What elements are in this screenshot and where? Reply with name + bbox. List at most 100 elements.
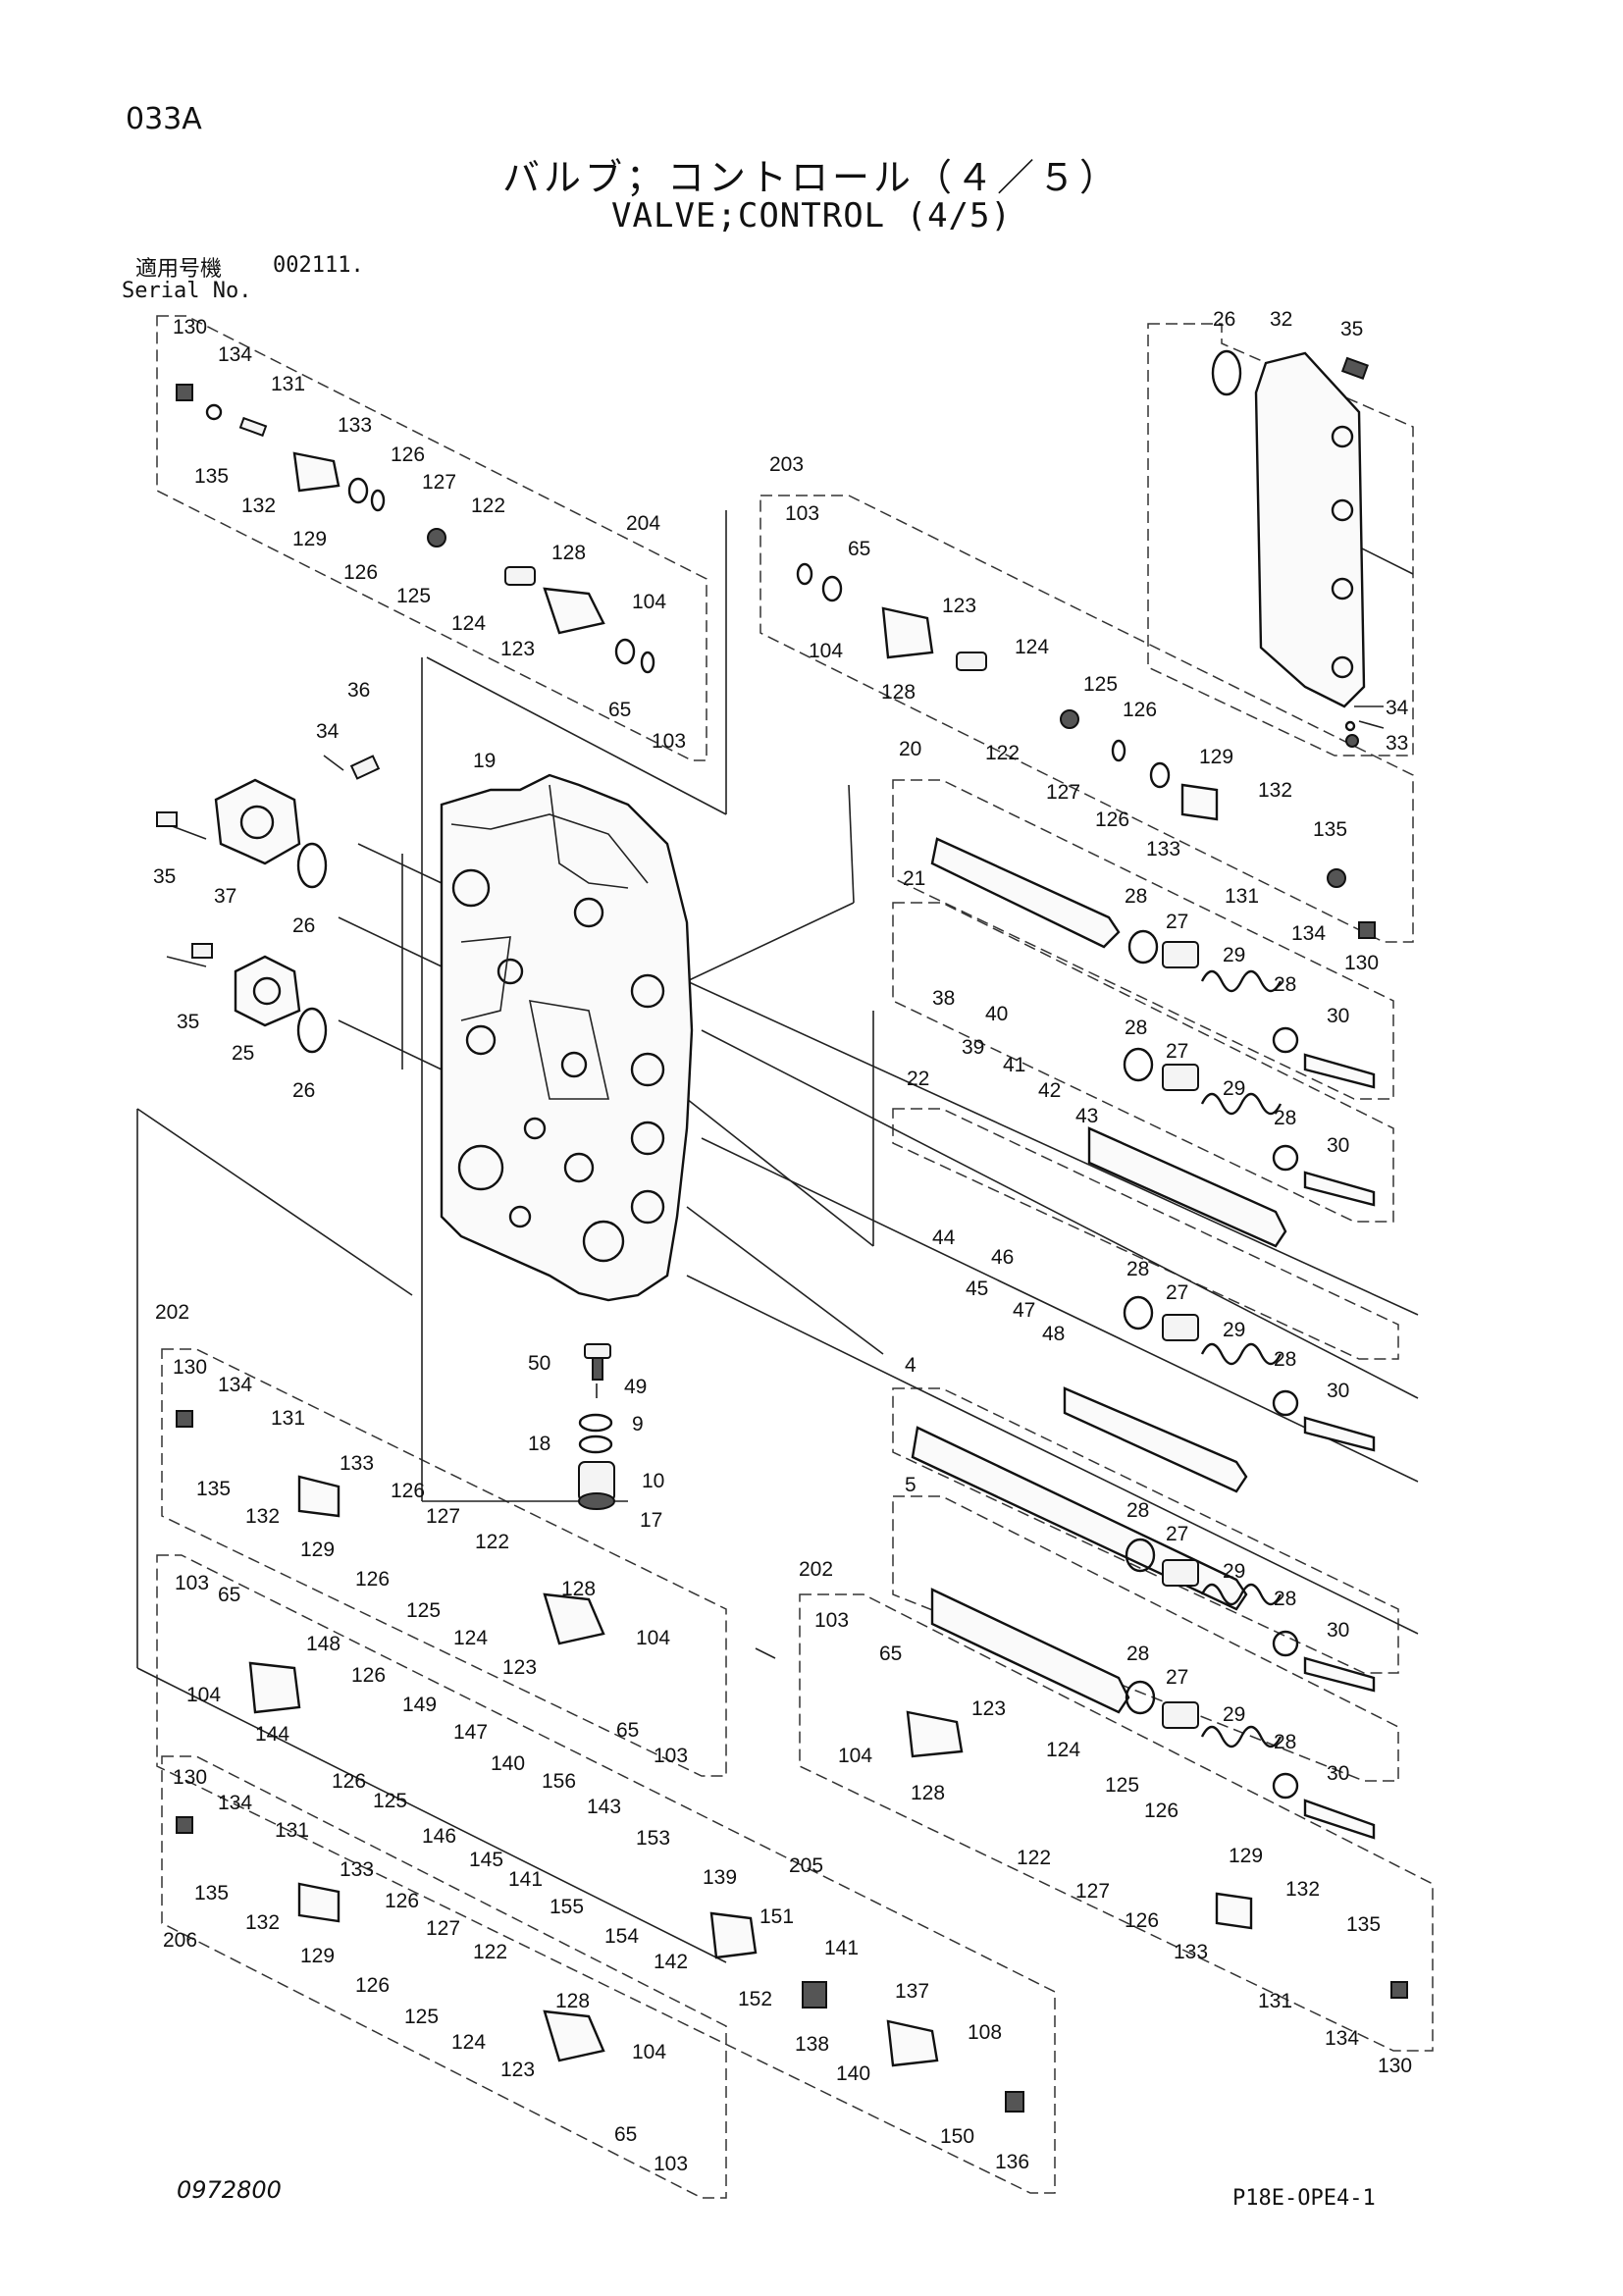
part-label: 127: [426, 1917, 460, 1940]
part-label: 134: [218, 343, 252, 366]
part-label: 132: [1258, 779, 1292, 802]
part-label: 28: [1274, 1348, 1296, 1371]
group-4-outline: [892, 1387, 1399, 1674]
part-label: 131: [271, 373, 305, 395]
top-cover-32: [1211, 349, 1369, 748]
part-label: 130: [1344, 952, 1379, 974]
part-label: 127: [426, 1505, 460, 1528]
part-label: 134: [1325, 2027, 1359, 2050]
part-label: 150: [940, 2125, 974, 2148]
part-label: 130: [173, 316, 207, 339]
part-label: 28: [1274, 973, 1296, 996]
part-labels: 130 134 131 133 126 127 122 204 135 132 …: [153, 308, 1412, 2175]
part-label: 104: [636, 1627, 670, 1649]
part-label: 47: [1013, 1299, 1035, 1322]
part-label: 132: [245, 1505, 280, 1528]
part-label: 27: [1166, 1281, 1188, 1304]
part-label: 204: [626, 512, 660, 535]
part-label: 138: [795, 2033, 829, 2056]
part-label: 128: [555, 1990, 590, 2012]
group-202-left-outline: [161, 1348, 727, 1777]
part-label: 143: [587, 1796, 621, 1818]
part-label: 156: [542, 1770, 576, 1793]
part-label: 131: [1225, 885, 1259, 908]
part-label: 21: [903, 867, 925, 890]
part-label: 128: [551, 542, 586, 564]
part-label: 123: [500, 638, 535, 660]
part-label: 125: [396, 585, 431, 607]
part-label: 127: [422, 471, 456, 494]
part-label: 34: [316, 720, 340, 743]
part-label: 65: [616, 1719, 639, 1742]
group-203-outline: [759, 495, 1414, 943]
part-label: 22: [907, 1068, 929, 1090]
part-label: 29: [1223, 944, 1245, 966]
part-label: 104: [186, 1684, 221, 1706]
part-label: 17: [640, 1509, 662, 1532]
part-label: 28: [1125, 1017, 1147, 1039]
part-label: 128: [561, 1578, 596, 1600]
group-21-outline: [892, 902, 1394, 1223]
part-label: 28: [1126, 1499, 1149, 1522]
part-label: 30: [1327, 1619, 1349, 1642]
part-label: 139: [703, 1866, 737, 1889]
part-label: 123: [500, 2059, 535, 2081]
part-label: 130: [173, 1356, 207, 1379]
part-label: 35: [153, 865, 176, 888]
part-label: 4: [905, 1354, 916, 1377]
part-label: 148: [306, 1633, 340, 1655]
serial-number: 002111.: [273, 253, 364, 278]
part-label: 206: [163, 1929, 197, 1952]
part-label: 35: [177, 1011, 199, 1033]
part-label: 126: [351, 1664, 386, 1687]
part-label: 130: [1378, 2055, 1412, 2077]
relief-valve-parts: [176, 384, 1408, 2113]
part-label: 132: [245, 1911, 280, 1934]
part-label: 10: [642, 1470, 664, 1492]
part-label: 129: [300, 1539, 335, 1561]
group-204-outline: [156, 315, 707, 761]
part-label: 127: [1046, 781, 1080, 804]
part-label: 205: [789, 1854, 823, 1877]
part-label: 65: [218, 1584, 240, 1606]
part-label: 35: [1340, 318, 1363, 340]
title-japanese: バルブ；コントロール（４／５）: [501, 156, 1121, 199]
part-label: 126: [1123, 699, 1157, 721]
part-label: 125: [373, 1790, 407, 1812]
part-label: 28: [1125, 885, 1147, 908]
part-label: 124: [1046, 1739, 1080, 1761]
part-label: 28: [1126, 1258, 1149, 1280]
part-label: 147: [453, 1721, 488, 1744]
part-label: 103: [814, 1609, 849, 1632]
part-label: 129: [300, 1945, 335, 1967]
document-number: 0972800: [177, 2176, 282, 2204]
group-206-outline: [161, 1755, 727, 2199]
part-label: 49: [624, 1376, 647, 1398]
part-label: 50: [528, 1352, 550, 1375]
part-label: 126: [1095, 809, 1129, 831]
part-label: 155: [550, 1896, 584, 1918]
part-label: 124: [1015, 636, 1049, 658]
part-label: 26: [292, 1079, 315, 1102]
part-label: 5: [905, 1474, 916, 1496]
part-label: 29: [1223, 1703, 1245, 1726]
part-label: 30: [1327, 1762, 1349, 1785]
part-label: 124: [453, 1627, 488, 1649]
part-label: 130: [173, 1766, 207, 1789]
part-label: 203: [769, 453, 804, 476]
part-label: 29: [1223, 1560, 1245, 1583]
part-label: 126: [1125, 1909, 1159, 1932]
part-label: 104: [632, 2041, 666, 2063]
part-label: 29: [1223, 1319, 1245, 1341]
part-label: 27: [1166, 1666, 1188, 1689]
group-205-outline: [156, 1554, 1056, 2194]
part-label: 144: [255, 1723, 289, 1746]
part-label: 25: [232, 1042, 254, 1065]
serial-label-english: Serial No.: [122, 279, 252, 303]
part-label: 45: [966, 1278, 988, 1300]
part-label: 44: [932, 1226, 956, 1249]
part-label: 125: [404, 2006, 439, 2028]
group-outlines: [156, 315, 1434, 2199]
part-label: 124: [451, 2031, 486, 2054]
group-202-right-outline: [799, 1593, 1434, 2052]
